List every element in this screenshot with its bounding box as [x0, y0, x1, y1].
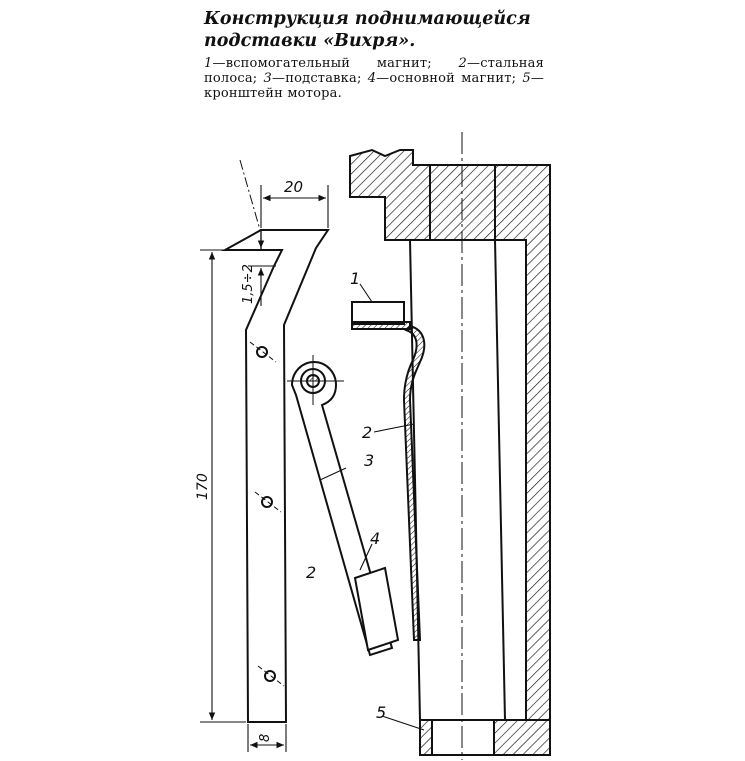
- legend-item-3: 3—подставка;: [263, 71, 362, 86]
- label-main-magnet: 4: [370, 529, 380, 548]
- dimension-lines: [200, 185, 329, 752]
- legend-item-2: 2—стальная полоса;: [204, 56, 544, 86]
- label-strip-detail: 2: [306, 563, 316, 582]
- main-magnet: [353, 566, 400, 652]
- steel-strip-mounted: [402, 324, 426, 641]
- caption-legend: 1—вспомогательный магнит; 2—стальная пол…: [204, 56, 544, 101]
- steel-strip-detail: [221, 159, 330, 723]
- hole-1: [256, 346, 268, 358]
- legend-item-1: 1—вспомогательный магнит;: [204, 56, 432, 71]
- hole-2: [261, 496, 273, 508]
- dim-width-20: 20: [284, 178, 303, 196]
- aux-magnet: [351, 301, 405, 325]
- dim-strip-width-8: 8: [258, 734, 273, 742]
- hole-3: [264, 670, 276, 682]
- label-bracket: 5: [376, 703, 386, 722]
- label-strip-mounted: 2: [362, 423, 372, 442]
- motor-bracket: [349, 148, 551, 756]
- label-stand: 3: [364, 451, 374, 470]
- dim-length-170: 170: [195, 473, 211, 500]
- dim-gap: 1,5÷2: [241, 264, 256, 304]
- legend-item-5: 5—кронштейн мотора.: [204, 71, 545, 101]
- bracket-top-section: [349, 148, 496, 241]
- caption-title: Конструкция поднимающейся подставки «Вих…: [204, 9, 531, 51]
- leader-lines: [319, 283, 425, 731]
- legend-item-4: 4—основной магнит;: [367, 71, 517, 86]
- aux-magnet-plate: [351, 321, 411, 330]
- label-aux-magnet: 1: [350, 269, 360, 288]
